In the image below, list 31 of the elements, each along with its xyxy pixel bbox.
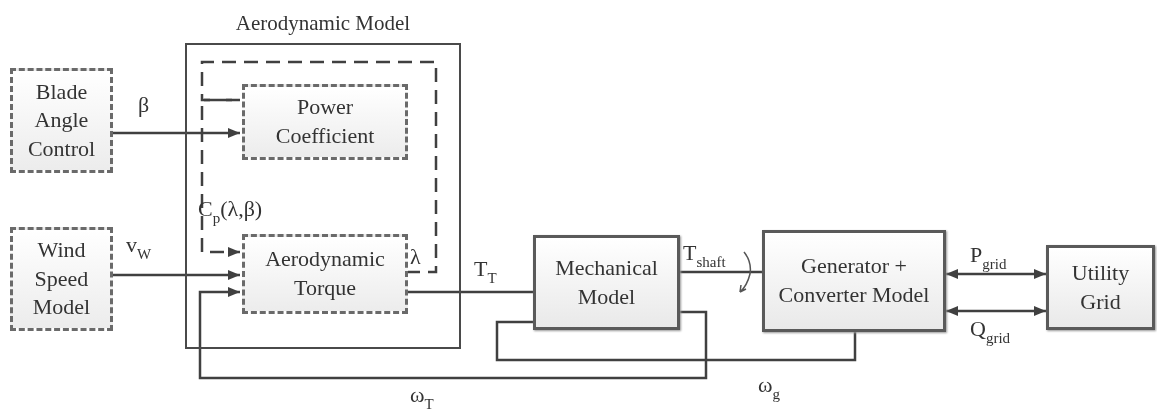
block-label: Aerodynamic Torque [264, 245, 386, 302]
block-box [242, 84, 408, 160]
edge-label: β [138, 92, 150, 118]
block-box [762, 230, 946, 332]
edge-label: T$_{T}$ [474, 256, 497, 287]
edge-label: ω$_{T}$ [410, 382, 434, 412]
connector-arrow [946, 306, 1046, 316]
connector-arrow [198, 287, 708, 380]
block-label: Utility Grid [1070, 258, 1131, 316]
edge-label: C$_{p}$(λ,β) [198, 196, 263, 227]
block-box [10, 227, 113, 331]
block-label: Mechanical Model [554, 253, 659, 311]
edge-label: Q$_{grid}$ [970, 316, 1011, 347]
block-box [533, 235, 680, 330]
group-heading: Aerodynamic Model [234, 11, 412, 36]
block-label: Generator + Converter Model [777, 252, 931, 309]
connector-arrow [200, 98, 240, 257]
connector-arrow [113, 128, 240, 138]
edge-label: P$_{grid}$ [970, 242, 1007, 273]
block-label: Blade Angle Control [26, 77, 97, 163]
connector-arrow [946, 269, 1046, 279]
edge-label: v$_{W}$ [126, 232, 152, 263]
edge-label: T$_{shaft}$ [683, 240, 726, 271]
block-label: Wind Speed Model [31, 236, 92, 322]
edge-label: λ [410, 244, 421, 270]
block-box [1046, 245, 1155, 330]
connector-arrow [113, 270, 240, 280]
edge-label: ω$_{g}$ [758, 372, 780, 403]
block-label: Power Coefficient [274, 93, 376, 150]
block-box [10, 68, 113, 173]
block-box [242, 234, 408, 314]
